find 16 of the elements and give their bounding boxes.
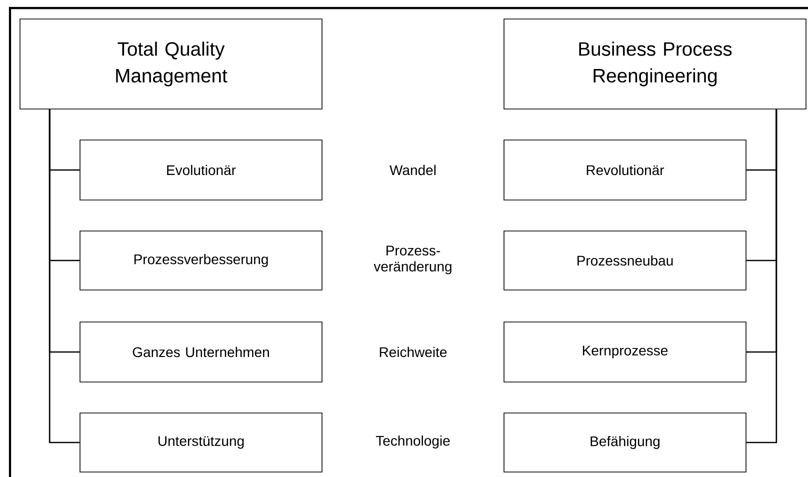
heading-box: Business Process Reengineering [504,18,806,110]
attribute-box: Ganzes Unternehmen [80,322,322,382]
heading-box: Total Quality Management [20,18,322,110]
attribute-box: Prozessneubau [504,230,746,290]
connector-line [746,109,778,444]
connector-line [48,109,80,444]
attribute-box: Revolutionär [504,140,746,200]
criterion-label: Prozess- veränderung [374,246,452,274]
attribute-box: Prozessverbesserung [80,230,322,290]
criterion-label: Reichweite [380,346,447,358]
criterion-label: Wandel [390,164,436,176]
attribute-box: Kernprozesse [504,322,746,382]
attribute-box: Evolutionär [80,140,322,200]
attribute-box: Befähigung [504,412,746,472]
attribute-box: Unterstützung [80,412,322,472]
criterion-label: Technologie [376,435,450,449]
